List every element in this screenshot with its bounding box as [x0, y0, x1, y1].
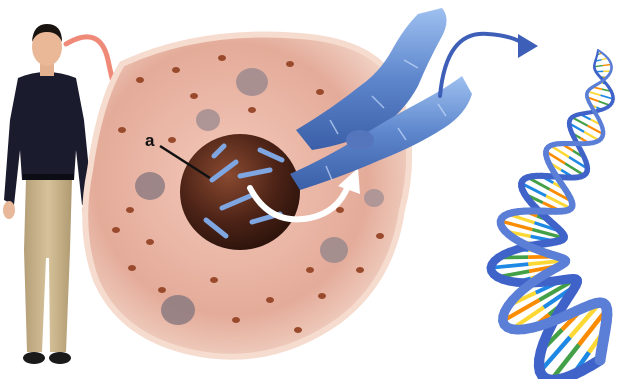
centromere: [346, 130, 374, 150]
person-trousers: [24, 178, 72, 352]
arrow-chromosome-to-dna-head: [518, 34, 538, 58]
cell-organelle: [161, 295, 195, 325]
dna-base-pair: [572, 117, 588, 125]
person-hand-left: [3, 201, 15, 219]
cell-organelle: [364, 189, 384, 207]
cell-organelle: [236, 68, 268, 96]
person-shoe-right: [49, 352, 71, 364]
dna-double-helix: [491, 50, 613, 379]
cell-organelle: [135, 172, 165, 200]
person-shoe-left: [23, 352, 45, 364]
nucleus: [180, 134, 300, 250]
dna-base-pair: [603, 64, 611, 65]
person-belt: [23, 174, 74, 180]
label-a: a: [145, 131, 155, 150]
cell-organelle: [320, 237, 348, 263]
cell-organelle: [196, 109, 220, 131]
dna-base-pair: [588, 91, 601, 95]
dna-backbone-strand-b: [600, 349, 602, 360]
cell: [85, 35, 409, 357]
person-figure: [3, 24, 94, 364]
